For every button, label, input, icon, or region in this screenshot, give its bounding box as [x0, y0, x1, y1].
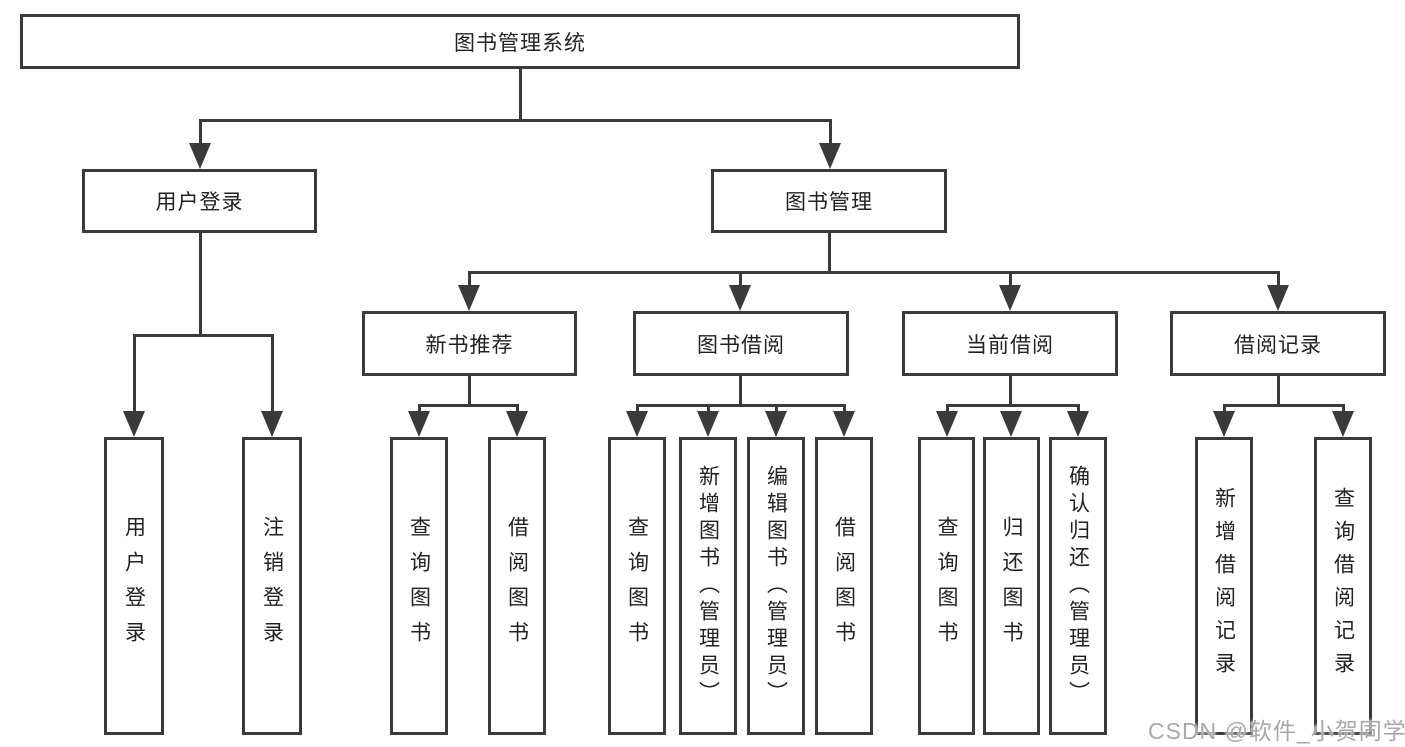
connector-line: [468, 271, 1280, 274]
connector-arrow: [408, 411, 430, 437]
connector-arrow: [506, 411, 528, 437]
connector-line: [418, 404, 421, 416]
connector-arrow: [1332, 411, 1354, 437]
leaf-label: 新增图书（管理员）: [696, 464, 720, 708]
node-root: 图书管理系统: [20, 14, 1020, 69]
connector-arrow: [697, 411, 719, 437]
connector-line: [636, 404, 639, 416]
connector-arrow: [819, 143, 841, 169]
connector-line: [1277, 376, 1280, 407]
node-leaf-borrow-books-recommend: 借阅图书: [488, 437, 546, 735]
leaf-label: 新增借阅记录: [1212, 487, 1236, 685]
node-borrowing-records: 借阅记录: [1170, 311, 1386, 376]
connector-line: [468, 271, 471, 289]
leaf-label: 归还图书: [1000, 516, 1023, 656]
connector-line: [271, 334, 274, 414]
connector-arrow: [1267, 285, 1289, 311]
connector-line: [468, 376, 471, 407]
connector-arrow: [261, 411, 283, 437]
connector-line: [775, 404, 778, 416]
connector-arrow: [833, 411, 855, 437]
leaf-label: 查询图书: [625, 516, 649, 656]
node-leaf-user-login: 用户登录: [104, 437, 164, 735]
connector-line: [1223, 404, 1345, 407]
connector-arrow: [626, 411, 648, 437]
node-leaf-add-books-admin: 新增图书（管理员）: [679, 437, 737, 735]
connector-arrow: [123, 411, 145, 437]
connector-line: [946, 404, 949, 416]
connector-arrow: [1067, 411, 1089, 437]
leaf-label: 查询借阅记录: [1331, 487, 1355, 685]
node-leaf-confirm-return-admin: 确认归还（管理员）: [1049, 437, 1107, 735]
leaf-label: 注销登录: [260, 516, 284, 656]
connector-line: [828, 233, 831, 274]
connector-arrow: [1000, 411, 1022, 437]
connector-line: [739, 376, 742, 407]
node-leaf-logout: 注销登录: [242, 437, 302, 735]
connector-arrow: [458, 285, 480, 311]
connector-line: [1009, 376, 1012, 407]
connector-arrow: [765, 411, 787, 437]
leaf-label: 编辑图书（管理员）: [764, 464, 788, 708]
node-leaf-query-books-current: 查询图书: [918, 437, 975, 735]
node-new-book-recommend: 新书推荐: [362, 311, 577, 376]
leaf-label: 确认归还（管理员）: [1066, 464, 1090, 708]
connector-line: [1077, 404, 1080, 416]
leaf-label: 借阅图书: [832, 516, 856, 656]
connector-line: [516, 404, 519, 416]
connector-line: [133, 334, 274, 337]
node-leaf-add-borrow-record: 新增借阅记录: [1195, 437, 1253, 735]
leaf-label: 用户登录: [122, 516, 146, 656]
node-book-borrowing: 图书借阅: [633, 311, 849, 376]
node-leaf-query-books-borrowing: 查询图书: [608, 437, 666, 735]
connector-arrow: [936, 411, 958, 437]
connector-line: [1342, 404, 1345, 416]
connector-line: [199, 119, 832, 122]
connector-line: [946, 404, 1080, 407]
connector-line: [1277, 271, 1280, 289]
connector-line: [829, 119, 832, 149]
connector-line: [707, 404, 710, 416]
leaf-label: 查询图书: [407, 516, 431, 656]
connector-line: [519, 69, 522, 121]
leaf-label: 借阅图书: [505, 516, 529, 656]
connector-line: [418, 404, 519, 407]
leaf-label: 查询图书: [935, 516, 958, 656]
node-current-borrowing: 当前借阅: [902, 311, 1118, 376]
node-leaf-return-books: 归还图书: [983, 437, 1040, 735]
node-book-management: 图书管理: [711, 169, 947, 233]
connector-arrow: [729, 285, 751, 311]
connector-line: [133, 334, 136, 414]
connector-line: [636, 404, 846, 407]
node-leaf-query-borrow-record: 查询借阅记录: [1314, 437, 1372, 735]
connector-line: [1009, 271, 1012, 289]
node-leaf-query-books-recommend: 查询图书: [390, 437, 448, 735]
connector-line: [843, 404, 846, 416]
node-user-login-branch: 用户登录: [82, 169, 317, 233]
connector-line: [739, 271, 742, 289]
connector-arrow: [189, 143, 211, 169]
node-leaf-borrow-books: 借阅图书: [815, 437, 873, 735]
csdn-watermark: CSDN @软件_小贺同学: [1148, 718, 1405, 744]
node-leaf-edit-books-admin: 编辑图书（管理员）: [747, 437, 805, 735]
connector-line: [199, 233, 202, 337]
connector-line: [1223, 404, 1226, 416]
connector-line: [199, 119, 202, 149]
connector-arrow: [999, 285, 1021, 311]
connector-arrow: [1213, 411, 1235, 437]
